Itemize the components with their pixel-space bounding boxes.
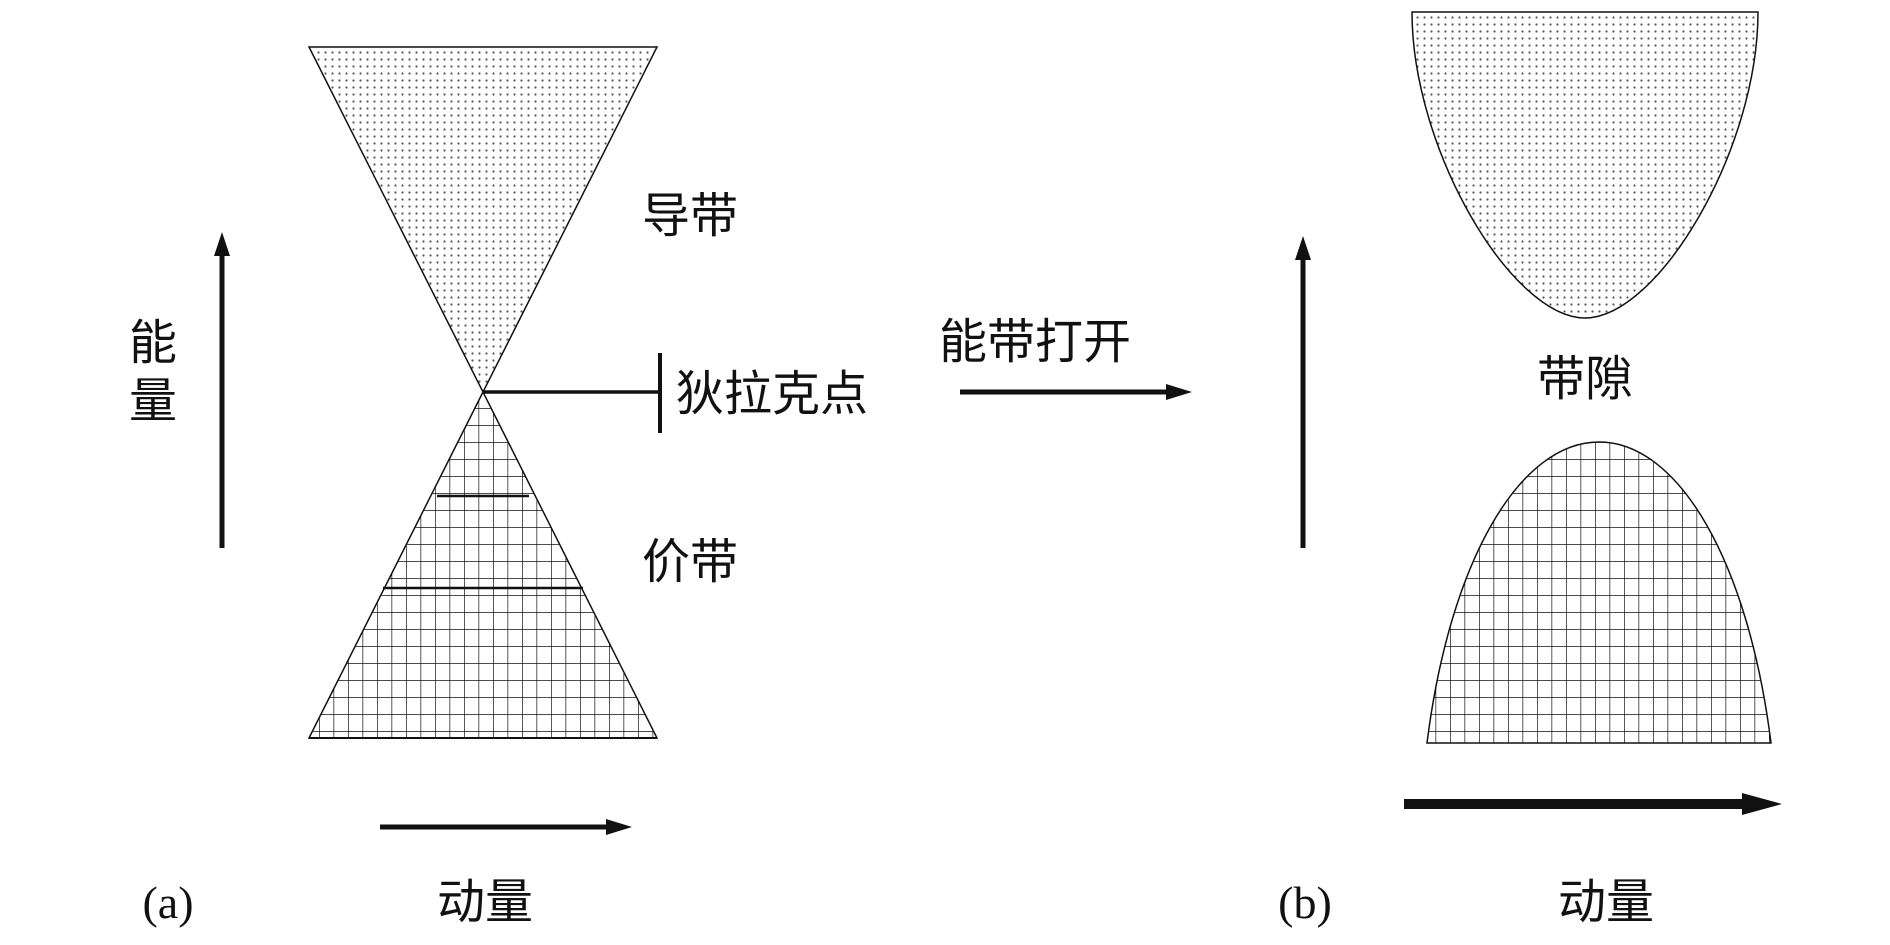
- band-gap-label: 带隙: [1537, 351, 1633, 407]
- transition-arrow: [960, 384, 1192, 400]
- dirac-point-pointer: [483, 353, 662, 433]
- panel-label-a: (a): [142, 877, 193, 928]
- panel-b: 带隙 动量 (b): [1278, 11, 1782, 930]
- panel-label-b: (b): [1278, 877, 1332, 928]
- conduction-band-parabola: [1411, 11, 1759, 319]
- momentum-axis-arrow-b: [1404, 793, 1782, 815]
- valence-band-cone: [307, 390, 659, 739]
- energy-axis-arrow-b: [1295, 236, 1311, 548]
- valence-band-parabola: [1426, 441, 1772, 744]
- conduction-band-cone: [307, 46, 659, 394]
- momentum-axis-arrow-a: [380, 819, 632, 835]
- energy-axis-arrow-a: [214, 232, 230, 548]
- energy-axis-label-a: 能量: [120, 317, 176, 433]
- valence-band-label: 价带: [642, 534, 738, 590]
- panel-a: 能量 导带 狄拉克点 价带 动量 (a): [120, 46, 868, 930]
- band-opening-label: 能带打开: [939, 314, 1131, 370]
- dirac-point-label: 狄拉克点: [676, 366, 868, 422]
- momentum-axis-label-b: 动量: [1558, 874, 1654, 930]
- momentum-axis-label-a: 动量: [437, 874, 533, 930]
- conduction-band-label: 导带: [642, 188, 738, 244]
- band-opening-transition: 能带打开: [939, 314, 1192, 400]
